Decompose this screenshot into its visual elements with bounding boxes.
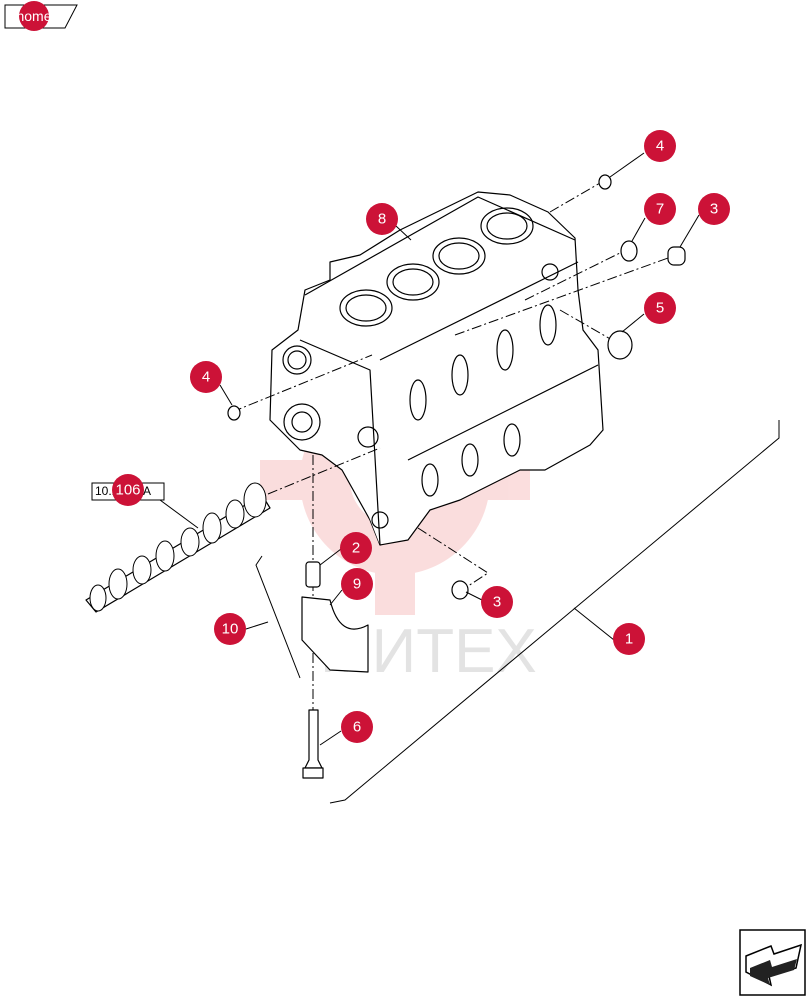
next-page-button[interactable] bbox=[739, 929, 806, 996]
home-label: home bbox=[16, 8, 51, 24]
bearing-cap-9 bbox=[301, 596, 369, 673]
plug-3-bottom bbox=[451, 580, 469, 600]
callout-10[interactable]: 10 bbox=[214, 613, 269, 645]
callout-9[interactable]: 9 bbox=[329, 568, 373, 606]
callout-3-top-label: 3 bbox=[710, 201, 718, 218]
callout-6-label: 6 bbox=[353, 719, 361, 736]
callout-6[interactable]: 6 bbox=[319, 711, 373, 746]
callout-2[interactable]: 2 bbox=[319, 532, 372, 566]
callout-1-label: 1 bbox=[625, 631, 633, 648]
dowel-2 bbox=[305, 561, 321, 588]
plug-3-top bbox=[667, 246, 686, 266]
camshaft bbox=[85, 482, 271, 613]
callout-5[interactable]: 5 bbox=[621, 292, 676, 333]
callout-4-top[interactable]: 4 bbox=[609, 130, 676, 178]
bracket-10 bbox=[255, 555, 301, 679]
plug-5 bbox=[607, 330, 633, 360]
callout-3-bottom[interactable]: 3 bbox=[465, 586, 513, 618]
next-page-arrow-icon bbox=[745, 943, 803, 987]
callout-3-bottom-label: 3 bbox=[493, 594, 501, 611]
bushing-7 bbox=[620, 240, 638, 262]
callout-4-left-label: 4 bbox=[202, 369, 210, 386]
bolt-6-head bbox=[302, 767, 324, 779]
callout-10-label: 10 bbox=[222, 621, 239, 638]
engine-block bbox=[269, 191, 604, 546]
callout-1[interactable]: 1 bbox=[573, 607, 645, 655]
callout-3-top[interactable]: 3 bbox=[679, 193, 730, 248]
reference-callout: 106 bbox=[115, 482, 140, 499]
bolt-6 bbox=[304, 709, 323, 769]
callout-7[interactable]: 7 bbox=[631, 193, 676, 242]
callout-4-left[interactable]: 4 bbox=[190, 361, 233, 406]
reference-link[interactable]: 10.106.AA 106 bbox=[91, 474, 199, 529]
callout-7-label: 7 bbox=[656, 201, 664, 218]
assembly-bracket bbox=[329, 420, 780, 804]
home-button[interactable]: home bbox=[4, 1, 78, 31]
callout-8-label: 8 bbox=[378, 211, 386, 228]
plug-4-left bbox=[227, 405, 241, 421]
callout-9-label: 9 bbox=[353, 576, 361, 593]
small-parts bbox=[227, 174, 686, 779]
plug-4-top bbox=[598, 174, 612, 190]
callout-5-label: 5 bbox=[656, 300, 664, 317]
callout-8[interactable]: 8 bbox=[366, 203, 412, 241]
callout-2-label: 2 bbox=[352, 540, 360, 557]
callout-4-top-label: 4 bbox=[656, 138, 664, 155]
